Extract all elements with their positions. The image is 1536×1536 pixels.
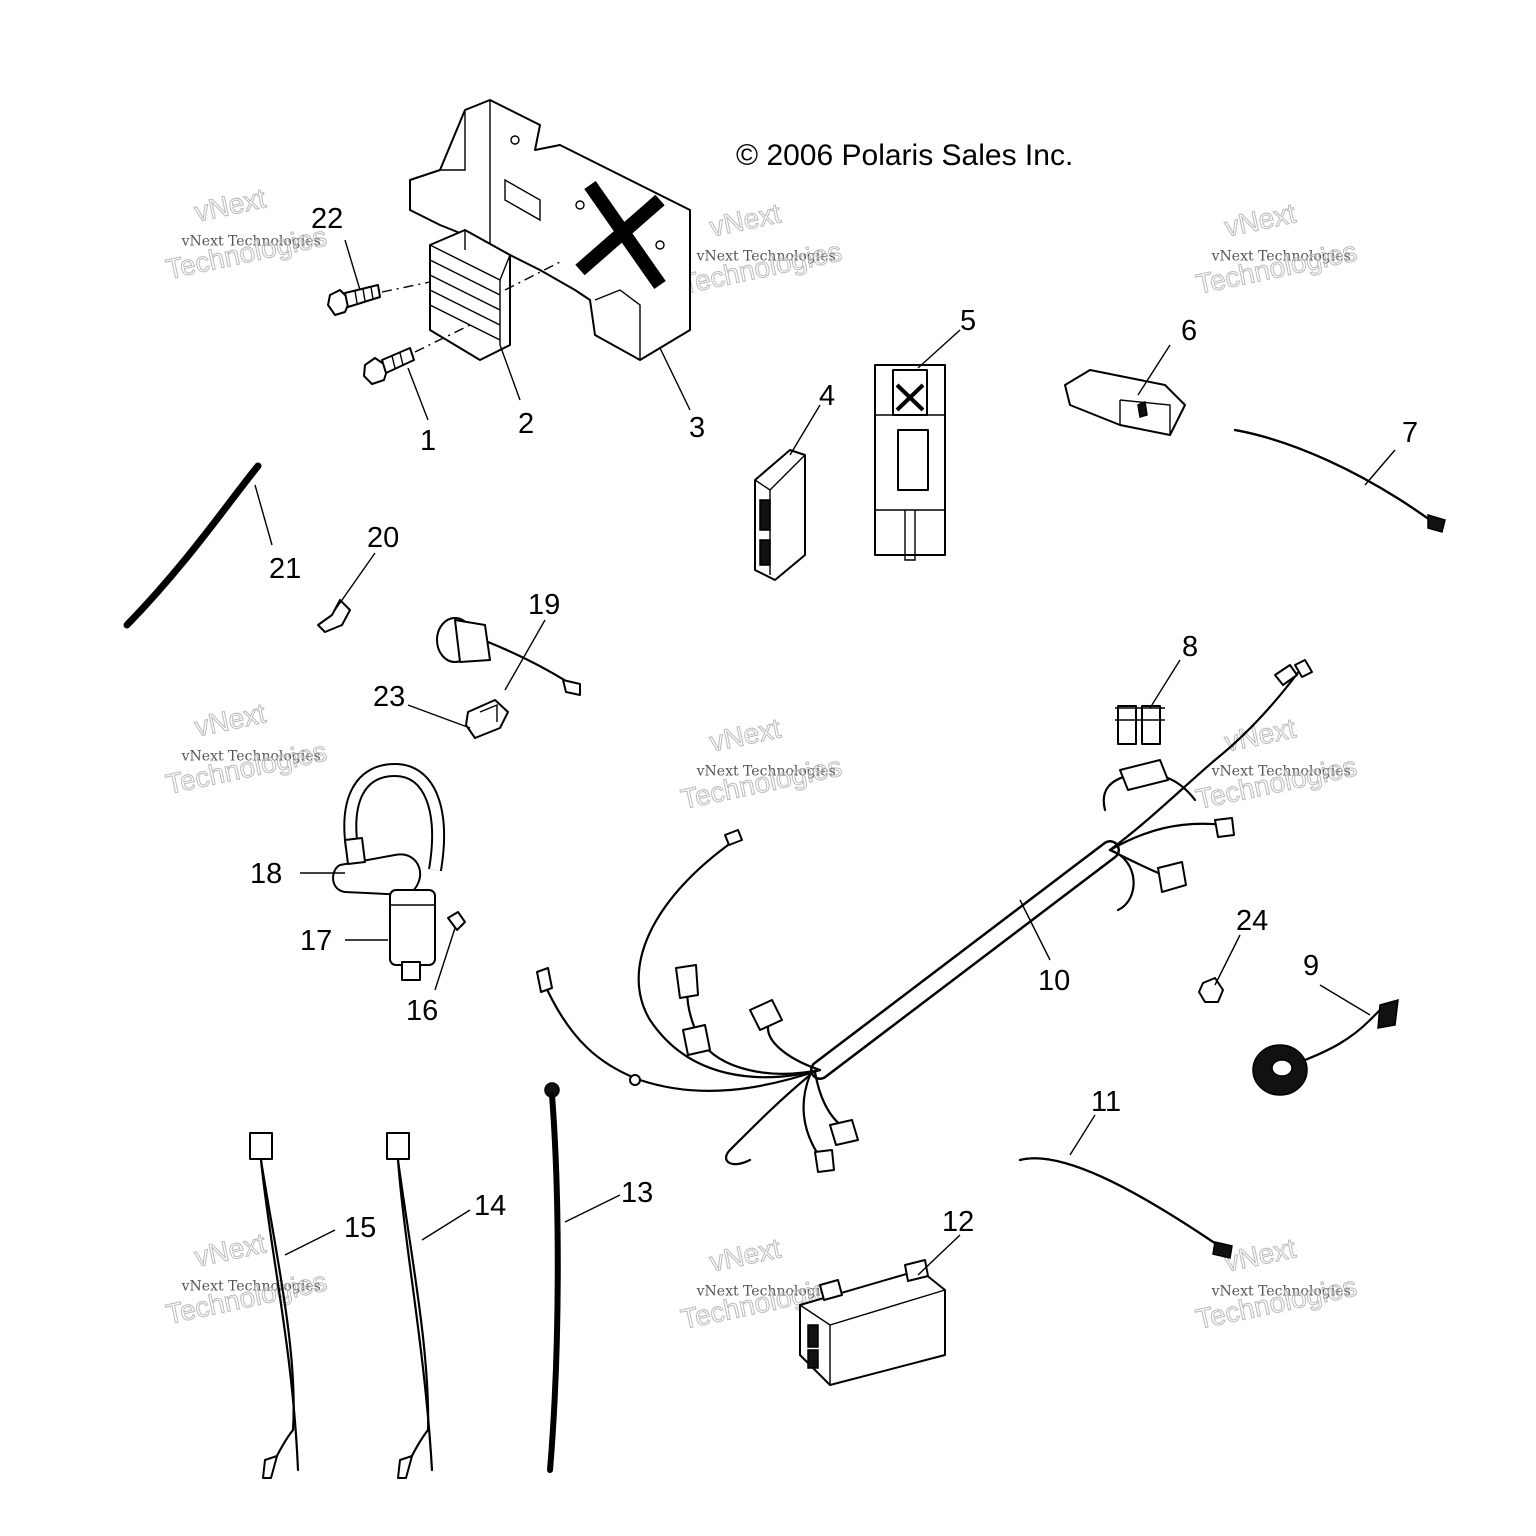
part-2-regulator [429, 229, 511, 361]
watermark-line3: Technologies [1193, 236, 1359, 300]
watermark-line1: vNext [707, 1233, 784, 1278]
watermark-line1: vNext [192, 183, 269, 228]
callout-5: 5 [960, 305, 976, 337]
watermark-line2: vNext Technologies [181, 234, 321, 250]
watermark-line2: vNext Technologies [181, 749, 321, 765]
leader-lines [254, 239, 1396, 1276]
part-12-battery [799, 1259, 946, 1386]
callout-6: 6 [1181, 315, 1197, 347]
watermark-line3: Technologies [678, 236, 844, 300]
callout-24: 24 [1236, 905, 1268, 937]
copyright-text: © 2006 Polaris Sales Inc. [736, 139, 1073, 172]
part-8-fuses [1115, 705, 1165, 745]
part-5-cdi [874, 364, 946, 561]
watermark-top-center: vNext vNext Technologies Technologies [678, 197, 845, 300]
callout-14: 14 [474, 1190, 506, 1222]
part-6-boot [1064, 369, 1186, 436]
callout-13: 13 [621, 1177, 653, 1209]
part-13-ground-cable [544, 1082, 561, 1473]
part-14-lead [386, 1132, 434, 1479]
callout-20: 20 [367, 522, 399, 554]
watermark-mid-center: vNext vNext Technologies Technologies [678, 712, 845, 815]
watermark-line2: vNext Technologies [1211, 764, 1351, 780]
part-20-clip [317, 599, 351, 633]
watermark-line1: vNext [192, 698, 269, 743]
part-1-bolt [363, 261, 561, 385]
callout-18: 18 [250, 858, 282, 890]
callout-8: 8 [1182, 631, 1198, 663]
callout-21: 21 [269, 553, 301, 585]
part-18-plug-cap [332, 762, 445, 896]
watermark-line3: Technologies [163, 736, 329, 800]
watermark-line1: vNext [707, 198, 784, 243]
part-3-bracket [409, 99, 691, 361]
part-15-lead [249, 1132, 300, 1479]
callout-17: 17 [300, 925, 332, 957]
part-10-wire-harness [536, 659, 1313, 1173]
watermark-line3: Technologies [678, 751, 844, 815]
part-7-cable [1233, 428, 1446, 533]
part-23-clamp [465, 699, 509, 739]
callout-22: 22 [311, 203, 343, 235]
watermark-line3: Technologies [163, 1266, 329, 1330]
callout-3: 3 [689, 412, 705, 444]
part-9-sensor [1252, 998, 1399, 1096]
part-16-screw [447, 911, 466, 931]
callout-4: 4 [819, 380, 835, 412]
watermark-line2: vNext Technologies [696, 764, 836, 780]
part-17-ignition-coil [389, 889, 436, 981]
watermark-line1: vNext [1222, 1233, 1299, 1278]
callout-9: 9 [1303, 950, 1319, 982]
watermark-line3: Technologies [1193, 751, 1359, 815]
watermark-line2: vNext Technologies [696, 249, 836, 265]
watermark-group: vNext vNext Technologies Technologies vN… [163, 182, 1360, 1335]
callout-16: 16 [406, 995, 438, 1027]
watermark-line2: vNext Technologies [1211, 249, 1351, 265]
watermark-top-left: vNext vNext Technologies Technologies [163, 182, 330, 285]
watermark-mid-right: vNext vNext Technologies Technologies [1193, 712, 1360, 815]
callout-23: 23 [373, 681, 405, 713]
callout-11: 11 [1091, 1086, 1121, 1118]
part-11-cable [1018, 1157, 1233, 1259]
watermark-line3: Technologies [163, 221, 329, 285]
watermark-line2: vNext Technologies [696, 1284, 836, 1300]
watermark-line1: vNext [707, 713, 784, 758]
watermark-line1: vNext [192, 1228, 269, 1273]
callout-15: 15 [344, 1212, 376, 1244]
callout-2: 2 [518, 408, 534, 440]
watermark-line2: vNext Technologies [1211, 1284, 1351, 1300]
watermark-line2: vNext Technologies [181, 1279, 321, 1295]
watermark-mid-left: vNext vNext Technologies Technologies [163, 697, 330, 800]
part-21-strap [123, 462, 262, 629]
part-4-relay [754, 449, 806, 581]
callout-labels: 1 2 3 4 5 6 7 8 9 10 11 12 13 14 15 16 1… [250, 203, 1418, 1244]
part-22-bolt [327, 281, 431, 316]
watermark-bottom-left: vNext vNext Technologies Technologies [163, 1227, 330, 1330]
callout-12: 12 [942, 1206, 974, 1238]
callout-1: 1 [420, 425, 436, 457]
watermark-top-right: vNext vNext Technologies Technologies [1193, 197, 1360, 300]
watermark-line1: vNext [1222, 198, 1299, 243]
callout-7: 7 [1402, 417, 1418, 449]
callout-10: 10 [1038, 965, 1070, 997]
callout-19: 19 [528, 589, 560, 621]
part-24-nut [1198, 977, 1224, 1003]
watermark-line3: Technologies [1193, 1271, 1359, 1335]
part-19-sensor [436, 617, 582, 696]
